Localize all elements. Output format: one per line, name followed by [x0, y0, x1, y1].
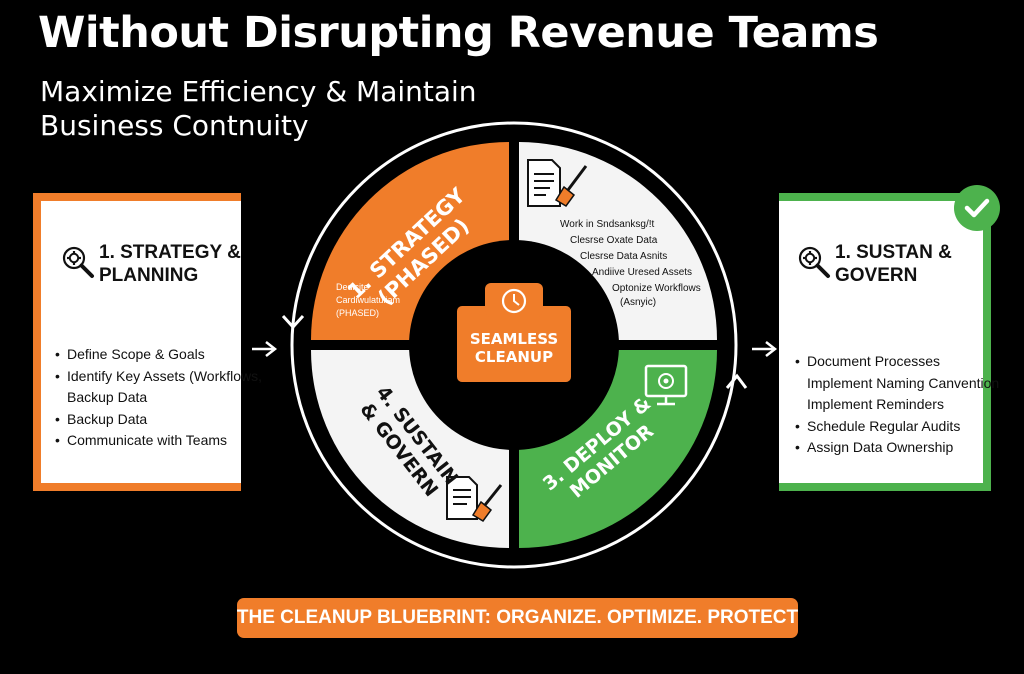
cleanse-note-1: Work in Sndsanksg/!t	[560, 219, 655, 230]
sustain-panel-header: 1. SUSTAN & GOVERN	[797, 241, 952, 287]
cleanse-note-6: (Asnyic)	[620, 297, 657, 308]
list-item: Backup Data	[55, 409, 262, 431]
strategy-planning-panel: 1. STRATEGY & PLANNING Define Scope & Go…	[33, 193, 262, 491]
ring-arrow-icon	[281, 314, 305, 330]
document-brush-icon	[446, 476, 503, 522]
list-item: Identify Key Assets (Workflows,	[55, 366, 262, 388]
sustain-title-line-2: GOVERN	[835, 265, 918, 286]
strategy-panel-header: 1. STRATEGY & PLANNING	[61, 241, 241, 287]
sustain-govern-panel: 1. SUSTAN & GOVERN Document Processes Im…	[779, 193, 999, 491]
strategy-quadrant-note: Dedicite Cardiwulatuliam (PHASED)	[336, 281, 400, 320]
cleanse-note-4: Andiive Uresed Assets	[592, 267, 693, 278]
page-title: Without Disrupting Revenue Teams	[38, 8, 879, 58]
right-arrow-icon	[752, 341, 778, 357]
core-badge	[457, 306, 571, 382]
list-item: Document Processes	[795, 351, 999, 373]
sustain-panel-title: 1. SUSTAN & GOVERN	[835, 241, 952, 287]
list-item: Implement Reminders	[807, 396, 944, 412]
subtitle-line-2: Business Contnuity	[40, 109, 309, 142]
core-label-line-1: SEAMLESS	[469, 330, 559, 348]
gear-search-icon	[62, 246, 94, 278]
blueprint-banner: THE CLEANUP BLUEBRINT: ORGANIZE. OPTIMIZ…	[237, 598, 798, 638]
clock-icon	[501, 288, 527, 314]
cleanse-note-3: Clesrse Data Asnits	[580, 251, 668, 262]
gear-search-icon	[798, 246, 830, 278]
monitor-gear-icon	[644, 364, 688, 406]
core-label-line-2: CLEANUP	[474, 348, 554, 366]
strategy-title-line-1: 1. STRATEGY &	[99, 242, 241, 263]
strategy-note-line-1: Dedicite	[336, 282, 369, 292]
ring-arrow-icon	[725, 373, 748, 389]
document-brush-icon	[527, 159, 588, 207]
checkmark-icon	[954, 185, 1000, 231]
list-item: Backup Data	[67, 389, 148, 405]
cleanse-note-5: Optonize Workflows	[612, 283, 701, 294]
sustain-title-line-1: 1. SUSTAN &	[835, 242, 952, 263]
list-item: Schedule Regular Audits	[795, 416, 999, 438]
page-subtitle: Maximize Efficiency & Maintain Business …	[40, 75, 477, 143]
list-item: Communicate with Teams	[55, 430, 262, 452]
core-label: SEAMLESS CLEANUP	[463, 330, 565, 366]
list-item: Assign Data Ownership	[795, 437, 999, 459]
list-item: Implement Naming Canvention	[807, 374, 1000, 391]
cleanse-note-2: Clesrse Oxate Data	[570, 235, 658, 246]
strategy-panel-title: 1. STRATEGY & PLANNING	[99, 241, 241, 287]
right-arrow-icon	[252, 341, 278, 357]
list-item: Define Scope & Goals	[55, 344, 262, 366]
strategy-title-line-2: PLANNING	[99, 265, 199, 286]
strategy-task-list: Define Scope & Goals Identify Key Assets…	[55, 344, 262, 452]
strategy-note-line-2: Cardiwulatuliam	[336, 295, 401, 305]
outer-ring	[290, 121, 738, 569]
strategy-note-line-3: (PHASED)	[336, 308, 380, 318]
sustain-task-list: Document Processes Implement Naming Canv…	[795, 351, 999, 459]
subtitle-line-1: Maximize Efficiency & Maintain	[40, 75, 477, 108]
